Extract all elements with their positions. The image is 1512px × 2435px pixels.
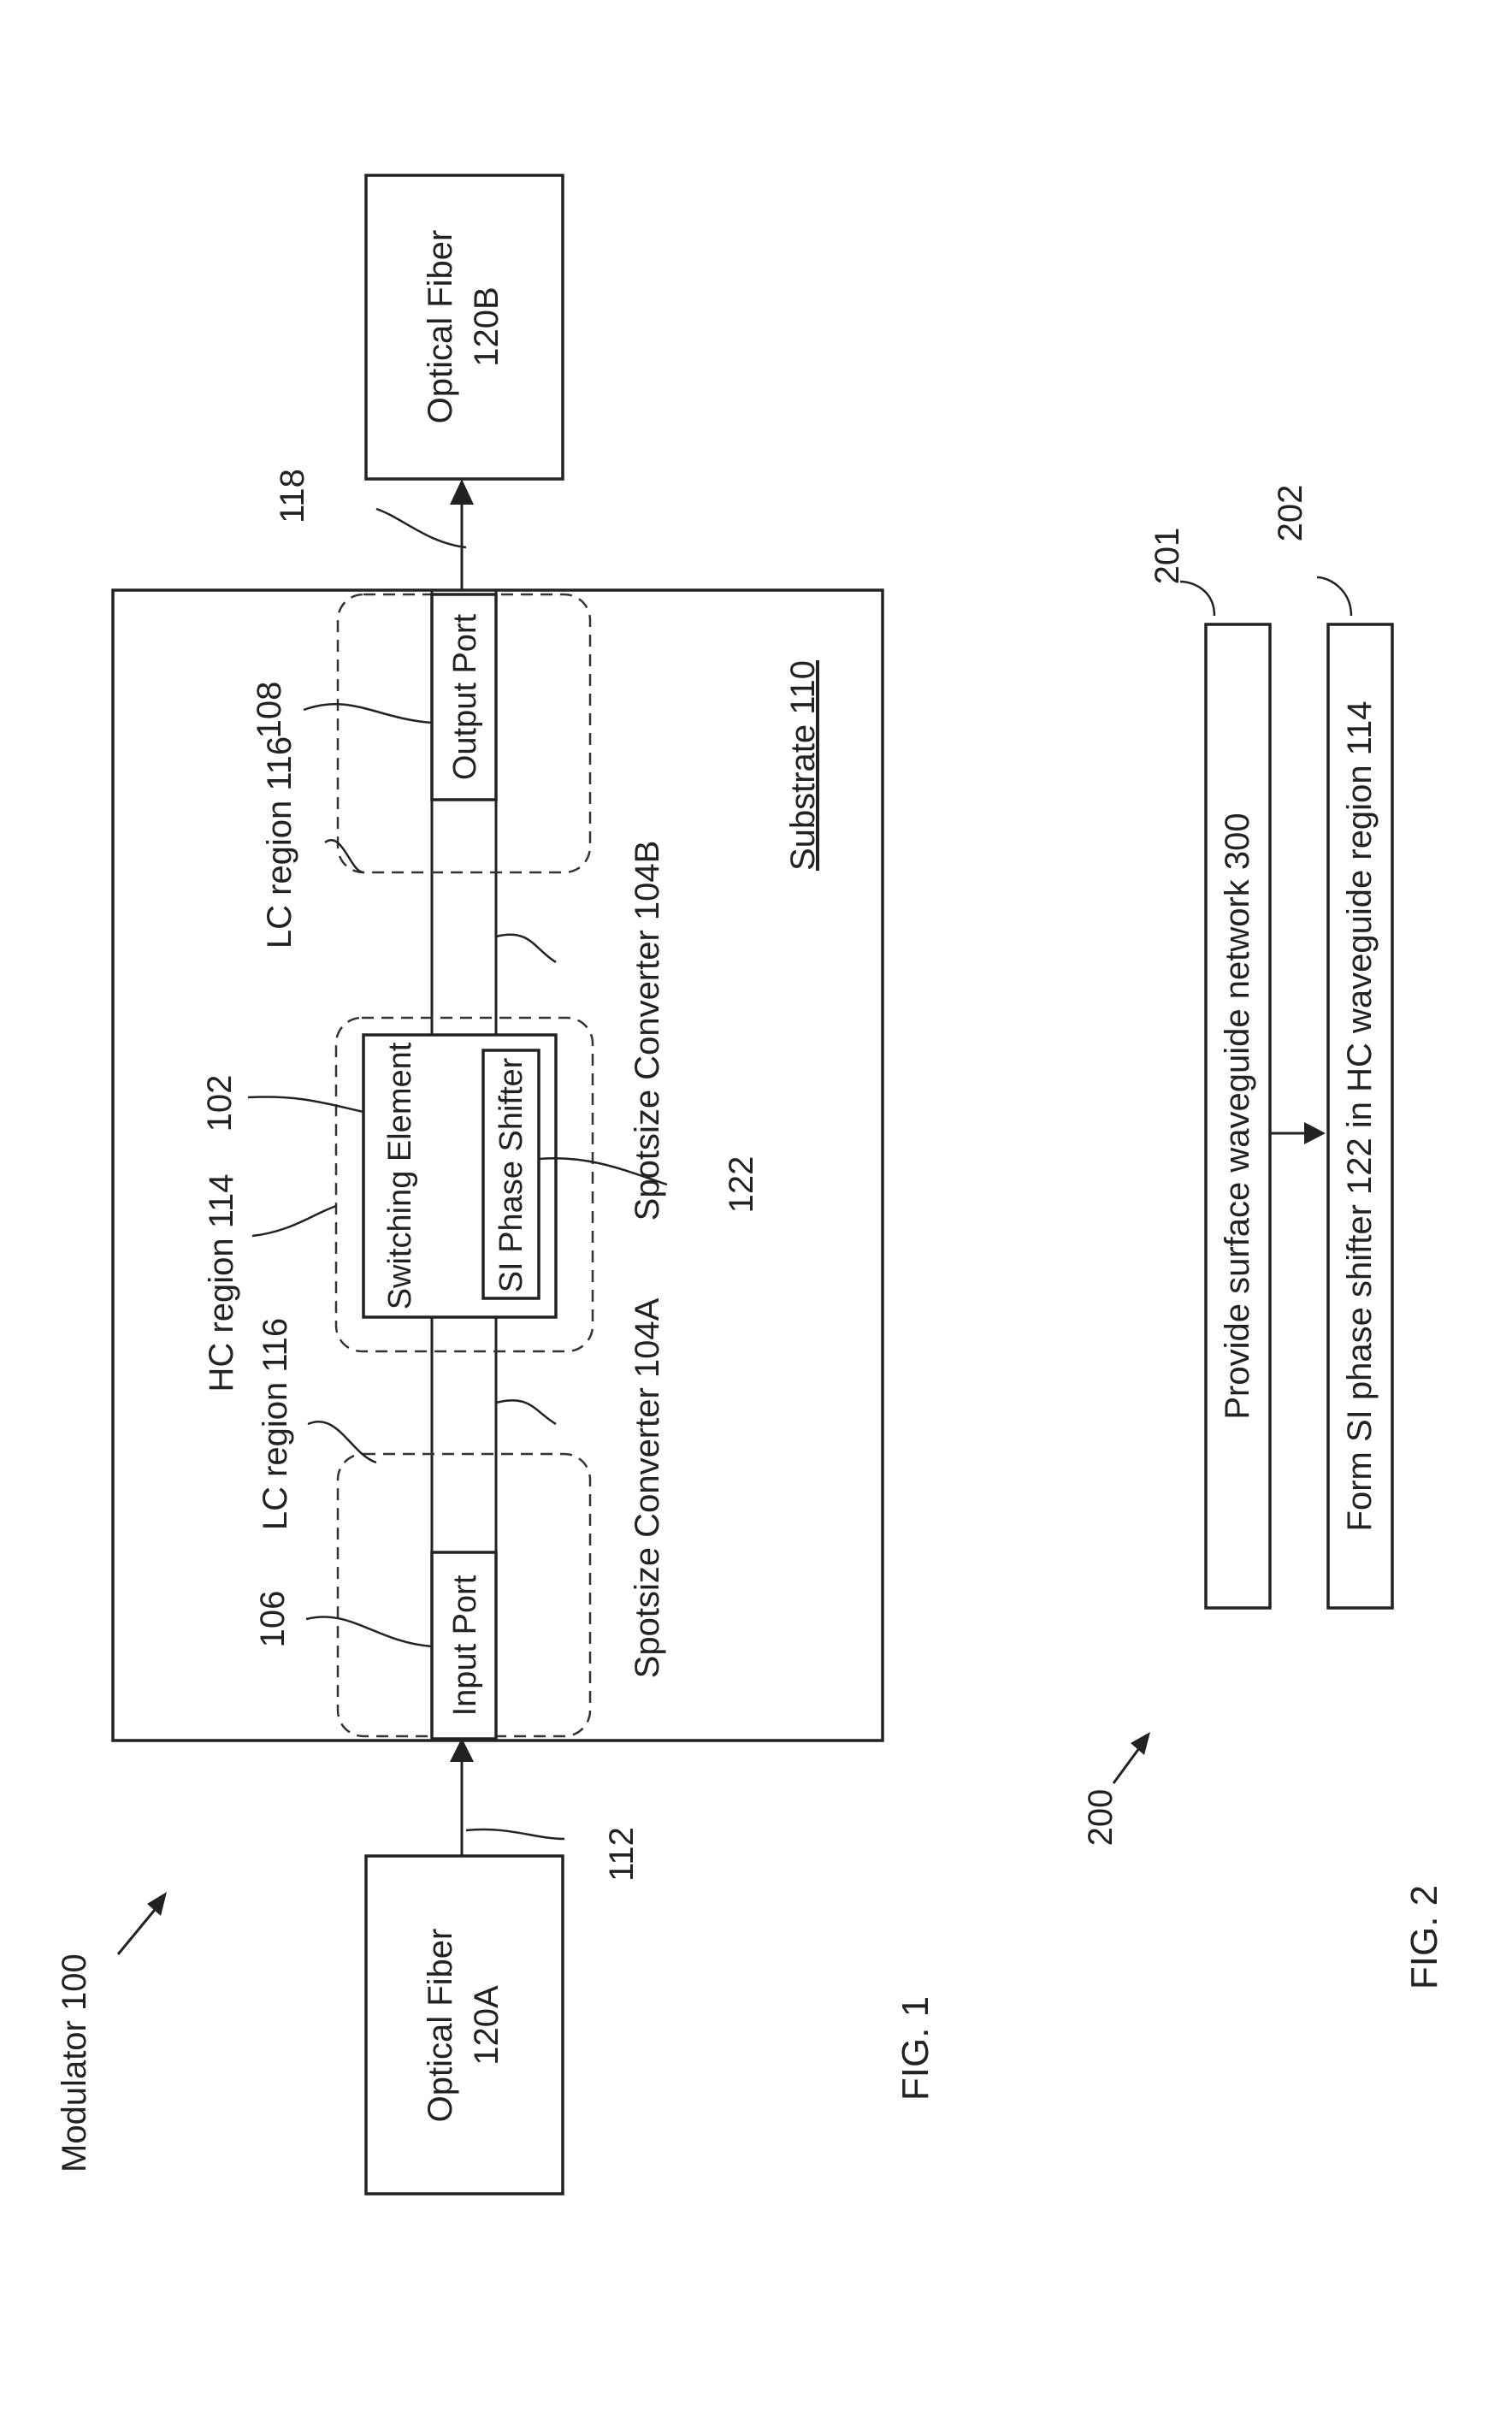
fig2-caption: FIG. 2	[1403, 1885, 1445, 1989]
optical-fiber-120a-box	[366, 1856, 563, 2194]
ref-118-label: 118	[274, 469, 311, 523]
modulator-label: Modulator 100	[56, 1953, 93, 2172]
output-port-label: Output Port	[447, 613, 483, 780]
ref-201-leader	[1180, 582, 1214, 616]
ref-202-leader	[1317, 577, 1351, 616]
switching-element-label: Switching Element	[382, 1042, 418, 1309]
step-201-label: Provide surface waveguide network 300	[1219, 813, 1256, 1419]
modulator-arrowhead	[147, 1892, 167, 1916]
spotsize-104b-label: Spotsize Converter 104B	[629, 841, 666, 1221]
modulator-pointer-arrow	[118, 1906, 158, 1954]
ref-122-label: 122	[723, 1156, 760, 1214]
ref-118-leader	[376, 509, 466, 547]
ref-200-arrow	[1113, 1745, 1142, 1783]
lc-region-116-left-label: LC region 116	[257, 1318, 294, 1530]
optical-fiber-120a-line2: 120A	[468, 1985, 505, 2066]
optical-fiber-120b-line1: Optical Fiber	[422, 230, 459, 424]
step-202-label: Form SI phase shifter 122 in HC waveguid…	[1341, 701, 1379, 1532]
ref-112-label: 112	[603, 1827, 641, 1882]
step-transition-arrowhead	[1304, 1122, 1326, 1144]
si-phase-shifter-label: SI Phase Shifter	[493, 1057, 529, 1292]
optical-fiber-120b-line2: 120B	[468, 287, 505, 366]
ref-106-label: 106	[254, 1591, 292, 1648]
fig1-caption: FIG. 1	[895, 1996, 936, 2101]
ref-200-label: 200	[1082, 1789, 1119, 1847]
optical-fiber-120a-line1: Optical Fiber	[422, 1929, 459, 2123]
ref-102-label: 102	[201, 1075, 239, 1132]
light-path-118-arrowhead	[450, 479, 474, 505]
spotsize-104a-label: Spotsize Converter 104A	[629, 1297, 666, 1678]
optical-fiber-120b-box	[366, 175, 563, 479]
ref-202-label: 202	[1272, 485, 1309, 542]
ref-201-label: 201	[1149, 528, 1186, 585]
ref-112-leader	[466, 1829, 564, 1839]
substrate-110-label: Substrate 110	[784, 660, 822, 871]
ref-108-label: 108	[251, 682, 288, 739]
lc-region-116-right-label: LC region 116	[261, 736, 298, 949]
input-port-label: Input Port	[447, 1575, 483, 1716]
hc-region-114-label: HC region 114	[203, 1174, 240, 1392]
ref-200-arrowhead	[1131, 1732, 1150, 1755]
